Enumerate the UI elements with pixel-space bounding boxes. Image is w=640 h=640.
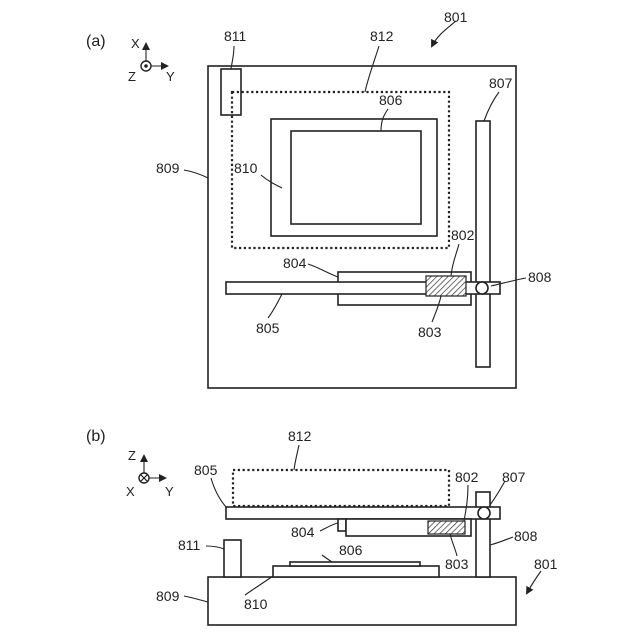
axis-x-label-b: X — [126, 484, 135, 499]
post-808-b — [476, 492, 490, 577]
joint-808 — [476, 282, 488, 294]
callout-801-b: 801 — [534, 556, 558, 572]
axis-x-label: X — [131, 36, 140, 51]
rail-807 — [476, 121, 490, 367]
leader-803-b — [450, 534, 457, 556]
callout-812-a: 812 — [370, 28, 394, 44]
head-803-b — [428, 521, 465, 534]
axis-triad-b: Z X Y — [126, 448, 174, 499]
callout-803-a: 803 — [418, 324, 442, 340]
panel-b: (b) Z X Y — [86, 428, 558, 625]
panel-a-label: (a) — [86, 33, 106, 50]
callout-809-b: 809 — [156, 588, 180, 604]
callout-808-b: 808 — [514, 528, 538, 544]
leader-811-b — [206, 546, 224, 549]
leader-808-b — [490, 537, 513, 545]
joint-807-b — [478, 507, 490, 519]
callout-809-a: 809 — [156, 160, 180, 176]
panel-b-label: (b) — [86, 428, 106, 445]
callout-802-b: 802 — [455, 469, 479, 485]
callout-807-a: 807 — [489, 75, 513, 91]
leader-809-a — [184, 170, 208, 178]
axis-triad-a: X Y Z — [128, 36, 175, 84]
sample-806-b — [290, 562, 420, 566]
callout-808-a: 808 — [528, 269, 552, 285]
callout-812-b: 812 — [288, 428, 312, 444]
callout-804-b: 804 — [291, 524, 315, 540]
carriage-804-b — [338, 519, 346, 531]
callout-806-a: 806 — [379, 92, 403, 108]
callout-807-b: 807 — [502, 469, 526, 485]
callout-811-a: 811 — [224, 28, 247, 44]
axis-y-label-b: Y — [165, 484, 174, 499]
panel-a: (a) X Y Z — [86, 9, 552, 388]
callout-804-a: 804 — [283, 255, 307, 271]
callout-803-b: 803 — [445, 556, 469, 572]
sample-806 — [291, 131, 421, 224]
axis-y-label: Y — [166, 69, 175, 84]
region-812-b — [233, 470, 449, 506]
component-811-b — [224, 540, 241, 577]
leader-812-b — [294, 445, 299, 470]
callout-805-a: 805 — [256, 320, 280, 336]
leader-805-b — [211, 478, 226, 507]
head-803 — [426, 276, 466, 296]
axis-z-label: Z — [128, 69, 136, 84]
callout-810-b: 810 — [244, 596, 268, 612]
z-axis-dot — [144, 64, 148, 68]
callout-802-a: 802 — [451, 227, 475, 243]
leader-806-b — [322, 555, 332, 562]
leader-804-b — [320, 523, 338, 531]
arm-805-b — [226, 507, 500, 519]
callout-806-b: 806 — [339, 542, 363, 558]
callout-801-a: 801 — [444, 9, 468, 25]
leader-809-b — [184, 596, 208, 602]
callout-805-b: 805 — [194, 462, 218, 478]
callout-811-b: 811 — [178, 537, 201, 553]
substrate-810-b — [273, 566, 439, 577]
leader-801-b — [527, 571, 541, 593]
callout-810-a: 810 — [234, 160, 258, 176]
axis-z-label-b: Z — [128, 448, 136, 463]
